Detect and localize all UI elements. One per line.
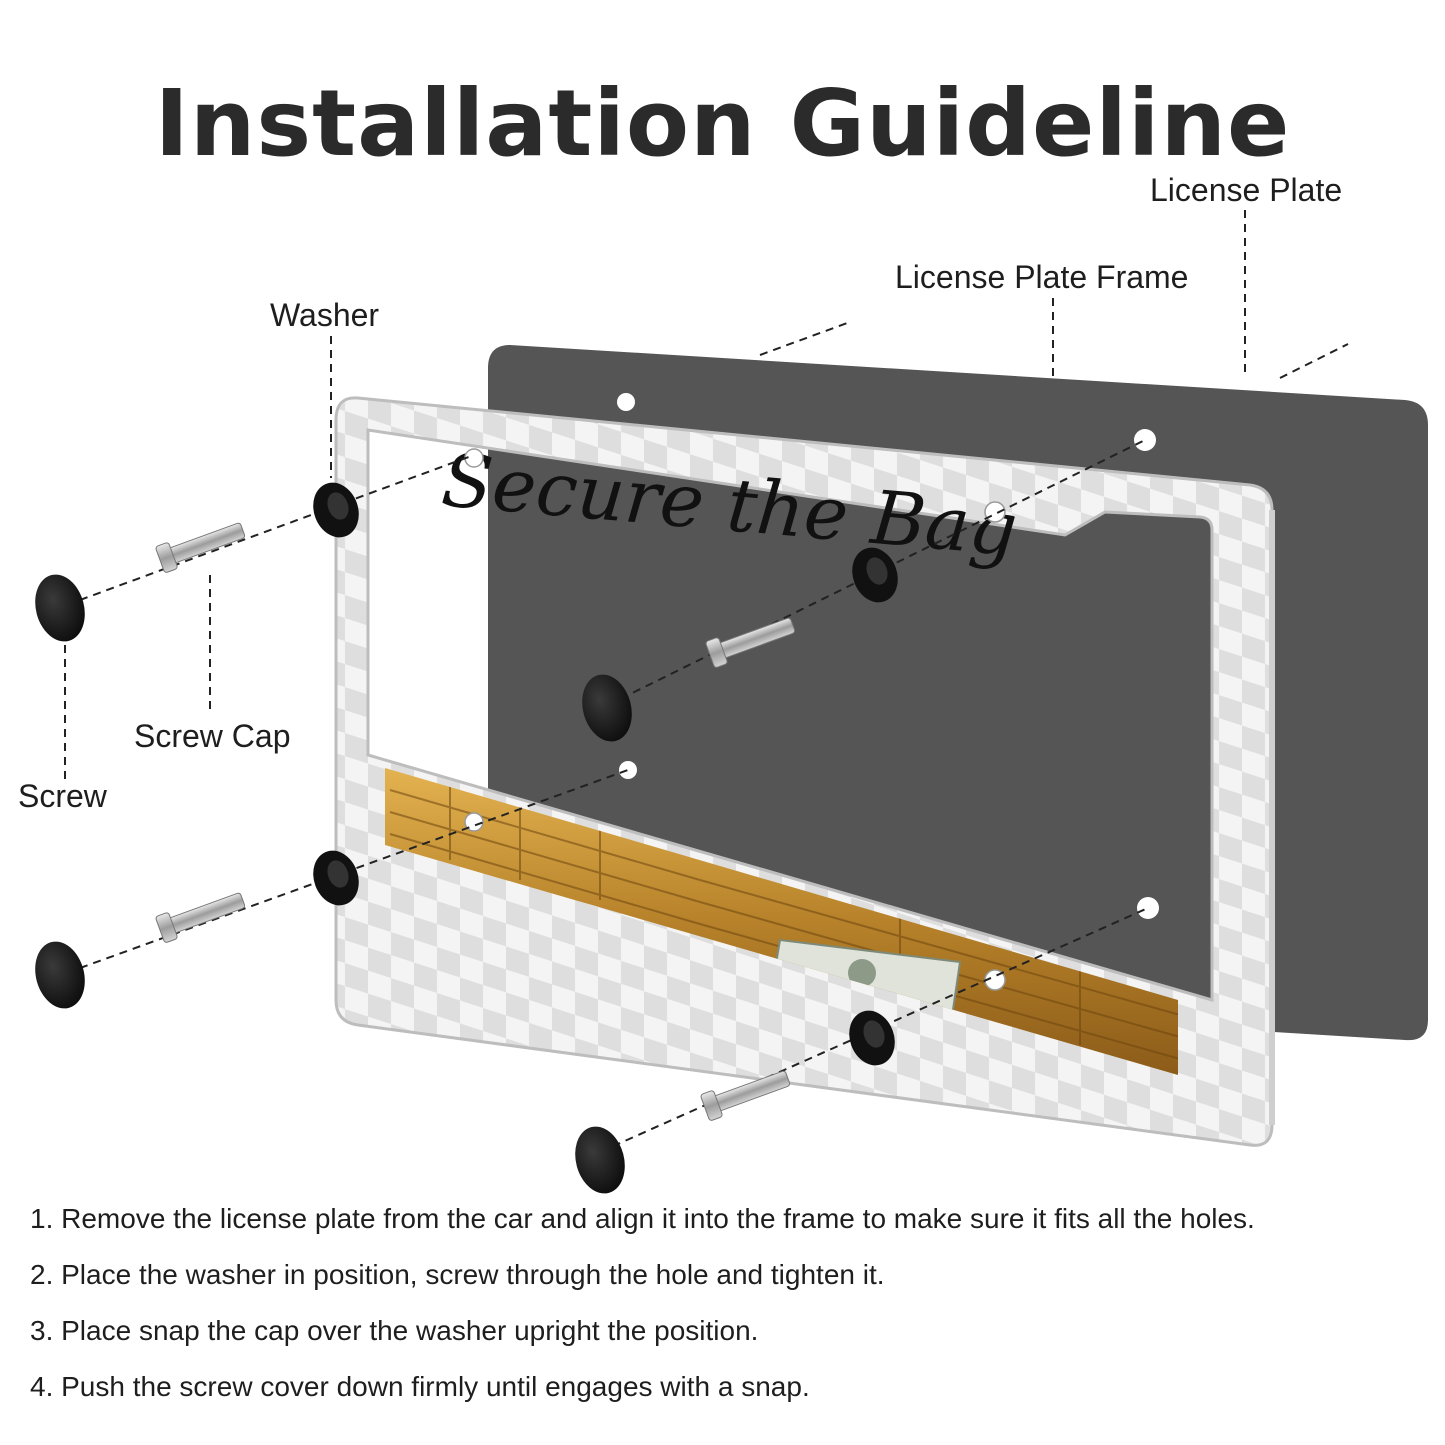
- plate-hole: [619, 761, 637, 779]
- step-item: 4. Push the screw cover down firmly unti…: [30, 1371, 810, 1402]
- label-screw-cap: Screw Cap: [134, 718, 291, 754]
- label-license-plate-frame: License Plate Frame: [895, 259, 1189, 295]
- hardware-set-bottom-right: [575, 1010, 895, 1194]
- screw: [700, 1070, 791, 1121]
- screw: [705, 617, 796, 668]
- hardware-set-top-left: [35, 482, 359, 642]
- plate-hole: [617, 393, 635, 411]
- screw-cap: [582, 674, 632, 742]
- step-item: 3. Place snap the cap over the washer up…: [30, 1315, 759, 1346]
- hardware-set-top-right: [582, 547, 898, 742]
- label-license-plate: License Plate: [1150, 172, 1343, 208]
- instruction-steps: 1. Remove the license plate from the car…: [30, 1198, 1255, 1422]
- screw-cap: [35, 574, 85, 642]
- screw: [155, 892, 246, 943]
- step-item: 1. Remove the license plate from the car…: [30, 1203, 1255, 1234]
- label-screw: Screw: [18, 778, 107, 814]
- hardware-set-bottom-left: [35, 850, 359, 1009]
- step-item: 2. Place the washer in position, screw t…: [30, 1259, 885, 1290]
- plate-hole: [1134, 429, 1156, 451]
- frame-hole: [984, 501, 1006, 523]
- frame-hole: [464, 812, 484, 832]
- screw-cap: [575, 1126, 625, 1194]
- screw-cap: [35, 941, 85, 1009]
- label-washer: Washer: [270, 297, 380, 333]
- screw: [155, 522, 246, 573]
- page-title: Installation Guideline: [154, 70, 1291, 177]
- plate-hole: [1137, 897, 1159, 919]
